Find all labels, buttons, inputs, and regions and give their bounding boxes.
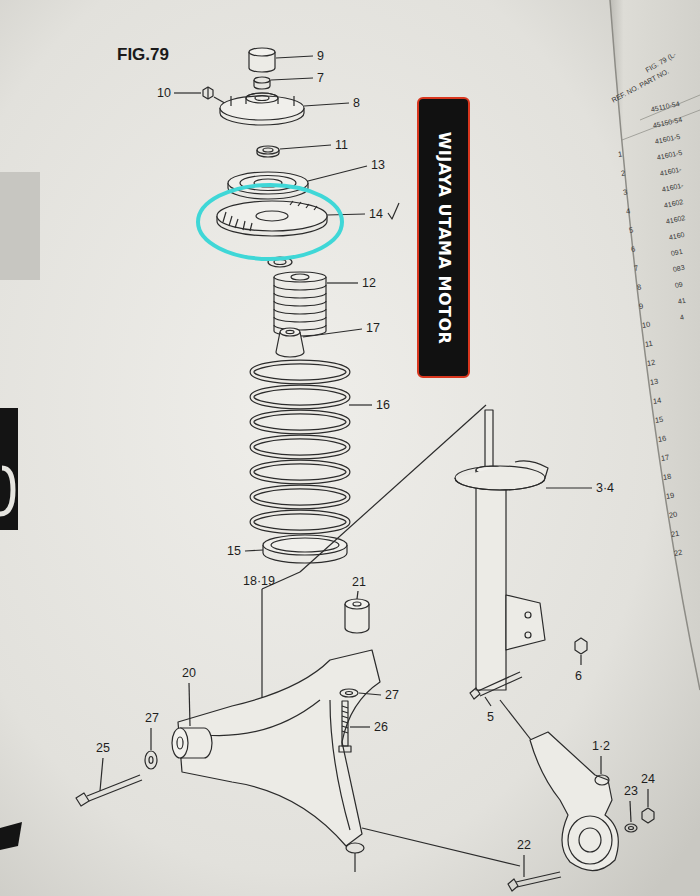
callout-number: 27 <box>385 688 399 702</box>
ref-number: 5 <box>628 225 634 235</box>
callout-number: 8 <box>353 96 360 110</box>
callout-number: 6 <box>575 669 582 683</box>
ref-number: 13 <box>649 377 659 387</box>
callout-number: 15 <box>227 544 241 558</box>
callout-number: 3·4 <box>596 481 614 495</box>
coil-spring <box>252 362 348 532</box>
ref-number: 19 <box>665 491 675 501</box>
facing-page <box>610 0 700 690</box>
callout-number: 18·19 <box>243 574 275 588</box>
highlight-ring <box>198 185 342 259</box>
callout-number: 5 <box>487 710 494 724</box>
watermark-box: WIJAYA UTAMA MOTOR <box>417 97 470 378</box>
ref-number: 20 <box>668 510 678 520</box>
part-number: 45110-54 <box>650 99 680 114</box>
callout-number: 7 <box>317 71 324 85</box>
ref-number: 14 <box>652 396 662 406</box>
callout-number: 24 <box>641 772 655 786</box>
part-number: 41601-5 <box>656 148 683 162</box>
callout-number: 22 <box>517 838 531 852</box>
callout-number: 17 <box>366 321 380 335</box>
part-number: 41602 <box>663 197 684 210</box>
part-number: 41601-5 <box>654 132 681 146</box>
part-number: 45150-54 <box>652 115 683 130</box>
ref-number: 1 <box>617 149 623 159</box>
ref-number: 11 <box>644 339 653 349</box>
callout-number: 27 <box>145 711 159 725</box>
grey-tab <box>0 172 40 280</box>
callout-number: 1·2 <box>592 739 610 753</box>
part-number: 083 <box>672 263 685 274</box>
callout-number: 11 <box>335 138 348 152</box>
ref-number: 22 <box>673 548 683 558</box>
section-tab-mark <box>0 468 13 514</box>
section-tab <box>0 408 18 530</box>
ref-number: 18 <box>662 472 672 482</box>
callout-number: 10 <box>157 86 171 100</box>
ref-number: 16 <box>657 434 667 444</box>
part-number: 41 <box>677 295 686 305</box>
part-number: 4160 <box>668 230 685 242</box>
ref-number: 7 <box>633 263 639 273</box>
callout-number: 25 <box>96 741 110 755</box>
callout-number: 23 <box>624 784 638 798</box>
exploded-view <box>76 48 654 891</box>
page-gutter <box>610 0 700 690</box>
ref-number: 15 <box>654 415 664 425</box>
edge-mark <box>0 822 22 850</box>
catalog-heading: REF. NO. PART NO. <box>610 67 671 105</box>
table-rules <box>622 95 700 140</box>
ref-number: 4 <box>625 206 631 216</box>
part-number: 09 <box>674 279 683 289</box>
ref-number: 3 <box>623 187 629 197</box>
ref-number: 8 <box>636 282 642 292</box>
callout-number: 26 <box>374 720 388 734</box>
part-number: 41602 <box>665 213 686 226</box>
part-number: 41601- <box>659 165 682 178</box>
callout-number: 9 <box>317 49 324 63</box>
ref-number: 10 <box>641 320 651 330</box>
callout-number: 16 <box>376 398 390 412</box>
ref-number: 6 <box>631 244 637 254</box>
callout-number: 14 <box>369 207 383 221</box>
part-number: 4 <box>679 312 685 322</box>
watermark-text: WIJAYA UTAMA MOTOR <box>434 131 453 344</box>
callout-number: 20 <box>182 666 196 680</box>
callout-number: 12 <box>362 276 376 290</box>
part-number: 091 <box>670 247 683 258</box>
callout-number: 21 <box>352 575 366 589</box>
ref-number: 12 <box>646 358 656 368</box>
ref-number: 9 <box>638 301 644 311</box>
ref-number: 17 <box>660 453 670 463</box>
figure-title: FIG.79 <box>117 45 169 65</box>
ref-number: 2 <box>620 168 626 178</box>
callout-number: 13 <box>371 158 385 172</box>
part-number: 41601- <box>661 181 684 194</box>
ref-number: 21 <box>670 529 680 539</box>
